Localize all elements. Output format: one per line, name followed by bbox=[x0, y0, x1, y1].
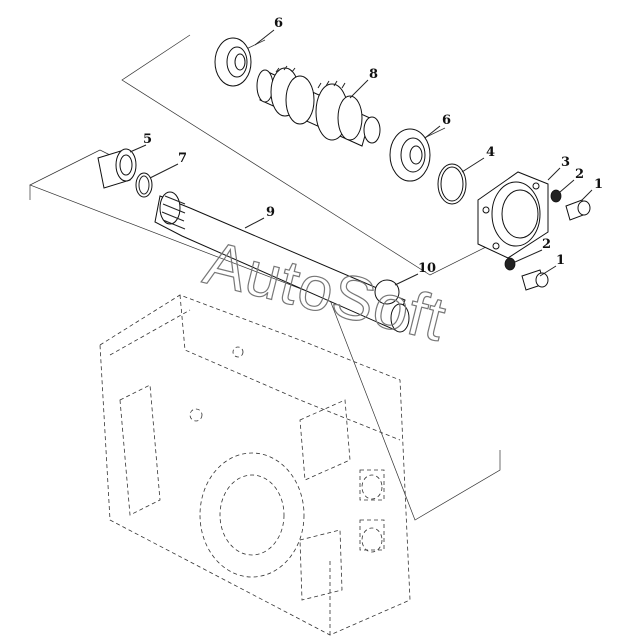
part-1-bolt-lower bbox=[521, 269, 549, 291]
label-part-1-upper: 1 bbox=[594, 177, 603, 192]
part-1-bolt-upper bbox=[565, 199, 591, 221]
label-part-4: 4 bbox=[486, 145, 495, 160]
part-10-ring bbox=[374, 279, 400, 305]
callout-labels: 6 8 6 4 3 2 1 2 1 5 7 9 10 bbox=[143, 16, 603, 276]
label-part-3: 3 bbox=[561, 155, 570, 170]
part-3-cover bbox=[477, 171, 549, 259]
watermark-text: AutoSoft bbox=[198, 229, 453, 355]
label-part-1-lower: 1 bbox=[556, 253, 565, 268]
label-part-6-upper: 6 bbox=[274, 16, 283, 31]
label-part-6-lower: 6 bbox=[442, 113, 451, 128]
label-part-10: 10 bbox=[418, 261, 436, 276]
label-part-7: 7 bbox=[178, 151, 187, 166]
part-7-snap-ring bbox=[135, 172, 153, 198]
part-6-lower-bearing bbox=[389, 128, 431, 182]
part-5-bearing bbox=[97, 148, 137, 189]
part-2-washer-lower bbox=[504, 257, 516, 271]
label-part-9: 9 bbox=[266, 205, 275, 220]
part-9-shaft bbox=[154, 191, 410, 333]
label-part-2-upper: 2 bbox=[575, 167, 584, 182]
housing-wireframe bbox=[99, 294, 411, 636]
label-part-5: 5 bbox=[143, 132, 152, 147]
part-8-gear-shaft bbox=[256, 65, 381, 147]
leader-lines bbox=[129, 29, 593, 286]
part-6-upper-bearing bbox=[214, 37, 252, 87]
part-4-ring bbox=[437, 163, 467, 205]
part-2-washer-upper bbox=[550, 189, 562, 203]
label-part-8: 8 bbox=[369, 67, 378, 82]
label-part-2-lower: 2 bbox=[542, 237, 551, 252]
assembly-guide-lines bbox=[29, 34, 501, 521]
